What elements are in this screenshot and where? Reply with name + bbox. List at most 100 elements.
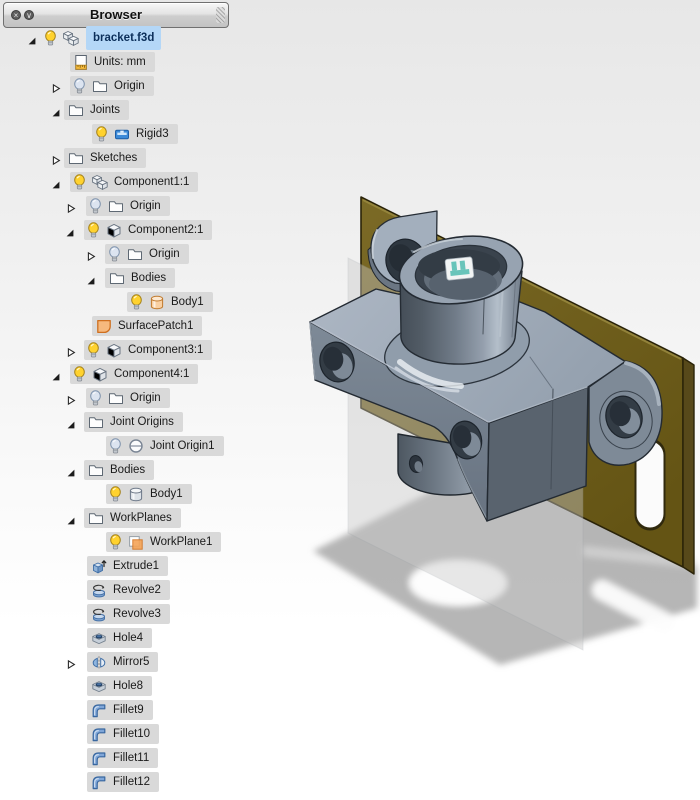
visibility-bulb-on-icon[interactable] <box>87 341 100 359</box>
tree-item-mirror5[interactable]: Mirror5 <box>87 652 159 672</box>
visibility-bulb-on-icon[interactable] <box>73 173 86 191</box>
visibility-bulb-on-icon[interactable] <box>87 221 100 239</box>
tree-item-workplane1[interactable]: WorkPlane1 <box>106 532 222 552</box>
tree-item-hole8[interactable]: Hole8 <box>87 676 153 696</box>
tree-item-joint-origin1[interactable]: Joint Origin1 <box>106 436 224 456</box>
tree-row-rigid3[interactable]: Rigid3 <box>0 124 260 144</box>
panel-close-button[interactable]: × <box>11 10 21 20</box>
tree-row-mirror5[interactable]: Mirror5 <box>0 652 260 672</box>
joint-origin-marker[interactable] <box>444 256 475 281</box>
tree-item-fillet12[interactable]: Fillet12 <box>87 772 160 792</box>
tree-row-component3-1[interactable]: Component3:1 <box>0 340 260 360</box>
tree-item-joints[interactable]: Joints <box>64 100 130 120</box>
expand-triangle-icon[interactable] <box>65 345 76 358</box>
tree-row-origin[interactable]: Origin <box>0 76 260 96</box>
tree-item-component1-1[interactable]: Component1:1 <box>70 172 199 192</box>
tree-row-joint-origin1[interactable]: Joint Origin1 <box>0 436 260 456</box>
tree-item-fillet9[interactable]: Fillet9 <box>87 700 153 720</box>
visibility-bulb-on-icon[interactable] <box>109 485 122 503</box>
collapse-triangle-icon[interactable] <box>85 273 96 285</box>
tree-item-fillet11[interactable]: Fillet11 <box>87 748 159 768</box>
tree-item-hole4[interactable]: Hole4 <box>87 628 153 648</box>
visibility-bulb-off-icon[interactable] <box>89 197 102 215</box>
tree-row-hole4[interactable]: Hole4 <box>0 628 260 648</box>
tree-row-joint-origins[interactable]: Joint Origins <box>0 412 260 432</box>
tree-item-origin[interactable]: Origin <box>105 244 189 264</box>
tree-item-extrude1[interactable]: Extrude1 <box>87 556 169 576</box>
tree-row-surfacepatch1[interactable]: SurfacePatch1 <box>0 316 260 336</box>
collapse-triangle-icon[interactable] <box>65 465 76 477</box>
tree-item-bodies[interactable]: Bodies <box>84 460 155 480</box>
visibility-bulb-off-icon[interactable] <box>109 437 122 455</box>
tree-row-extrude1[interactable]: Extrude1 <box>0 556 260 576</box>
tree-item-origin[interactable]: Origin <box>86 196 170 216</box>
tree-row-body1[interactable]: Body1 <box>0 484 260 504</box>
tree-item-body1[interactable]: Body1 <box>127 292 213 312</box>
tree-item-bodies[interactable]: Bodies <box>105 268 176 288</box>
collapse-triangle-icon[interactable] <box>50 177 61 189</box>
panel-collapse-button[interactable]: ∨ <box>24 10 34 20</box>
panel-resize-grip[interactable] <box>216 7 225 23</box>
tree-row-revolve2[interactable]: Revolve2 <box>0 580 260 600</box>
tree-item-origin[interactable]: Origin <box>70 76 154 96</box>
visibility-bulb-on-icon[interactable] <box>73 365 86 383</box>
collapse-triangle-icon[interactable] <box>65 513 76 525</box>
tree-row-fillet12[interactable]: Fillet12 <box>0 772 260 792</box>
tree-row-component4-1[interactable]: Component4:1 <box>0 364 260 384</box>
tree-row-workplanes[interactable]: WorkPlanes <box>0 508 260 528</box>
tree-row-origin[interactable]: Origin <box>0 388 260 408</box>
expand-triangle-icon[interactable] <box>65 201 76 214</box>
tree-item-revolve2[interactable]: Revolve2 <box>87 580 170 600</box>
tree-row-origin[interactable]: Origin <box>0 244 260 264</box>
expand-triangle-icon[interactable] <box>50 153 61 166</box>
tree-item-component2-1[interactable]: Component2:1 <box>84 220 213 240</box>
tree-row-revolve3[interactable]: Revolve3 <box>0 604 260 624</box>
tree-item-origin[interactable]: Origin <box>86 388 170 408</box>
visibility-bulb-on-icon[interactable] <box>109 533 122 551</box>
tree-item-surfacepatch1[interactable]: SurfacePatch1 <box>92 316 203 336</box>
visibility-bulb-on-icon[interactable] <box>95 125 108 143</box>
tree-row-joints[interactable]: Joints <box>0 100 260 120</box>
tree-row-fillet9[interactable]: Fillet9 <box>0 700 260 720</box>
tree-row-workplane1[interactable]: WorkPlane1 <box>0 532 260 552</box>
visibility-bulb-on-icon[interactable] <box>44 29 57 47</box>
tree-row-bracket-f3d[interactable]: bracket.f3d <box>0 26 260 50</box>
tree-item-body1[interactable]: Body1 <box>106 484 192 504</box>
visibility-bulb-off-icon[interactable] <box>108 245 121 263</box>
tree-item-units-mm[interactable]: Units: mm <box>70 52 155 72</box>
tree-item-joint-origins[interactable]: Joint Origins <box>84 412 183 432</box>
collapse-triangle-icon[interactable] <box>26 33 37 45</box>
tree-row-component1-1[interactable]: Component1:1 <box>0 172 260 192</box>
tree-item-fillet10[interactable]: Fillet10 <box>87 724 160 744</box>
tree-row-fillet10[interactable]: Fillet10 <box>0 724 260 744</box>
tree-row-fillet11[interactable]: Fillet11 <box>0 748 260 768</box>
tree-item-rigid3[interactable]: Rigid3 <box>92 124 178 144</box>
visibility-bulb-on-icon[interactable] <box>130 293 143 311</box>
tree-item-sketches[interactable]: Sketches <box>64 148 147 168</box>
tree-item-revolve3[interactable]: Revolve3 <box>87 604 170 624</box>
tree-row-units-mm[interactable]: Units: mm <box>0 52 260 72</box>
collapse-triangle-icon[interactable] <box>50 369 61 381</box>
tree-item-workplanes[interactable]: WorkPlanes <box>84 508 181 528</box>
tree-row-bodies[interactable]: Bodies <box>0 460 260 480</box>
collapse-triangle-icon[interactable] <box>64 225 75 237</box>
tree-row-origin[interactable]: Origin <box>0 196 260 216</box>
model-bracket[interactable] <box>309 210 663 522</box>
expand-triangle-icon[interactable] <box>65 393 76 406</box>
tree-row-bodies[interactable]: Bodies <box>0 268 260 288</box>
tree-row-component2-1[interactable]: Component2:1 <box>0 220 260 240</box>
tree-row-body1[interactable]: Body1 <box>0 292 260 312</box>
visibility-bulb-off-icon[interactable] <box>89 389 102 407</box>
visibility-bulb-off-icon[interactable] <box>73 77 86 95</box>
expand-triangle-icon[interactable] <box>85 249 96 262</box>
browser-panel-header[interactable]: × ∨ Browser <box>3 2 229 28</box>
tree-row-sketches[interactable]: Sketches <box>0 148 260 168</box>
collapse-triangle-icon[interactable] <box>65 417 76 429</box>
expand-triangle-icon[interactable] <box>50 81 61 94</box>
tree-item-bracket-f3d[interactable]: bracket.f3d <box>44 26 170 50</box>
tree-item-component3-1[interactable]: Component3:1 <box>84 340 213 360</box>
collapse-triangle-icon[interactable] <box>50 105 61 117</box>
expand-triangle-icon[interactable] <box>65 657 76 670</box>
tree-row-hole8[interactable]: Hole8 <box>0 676 260 696</box>
